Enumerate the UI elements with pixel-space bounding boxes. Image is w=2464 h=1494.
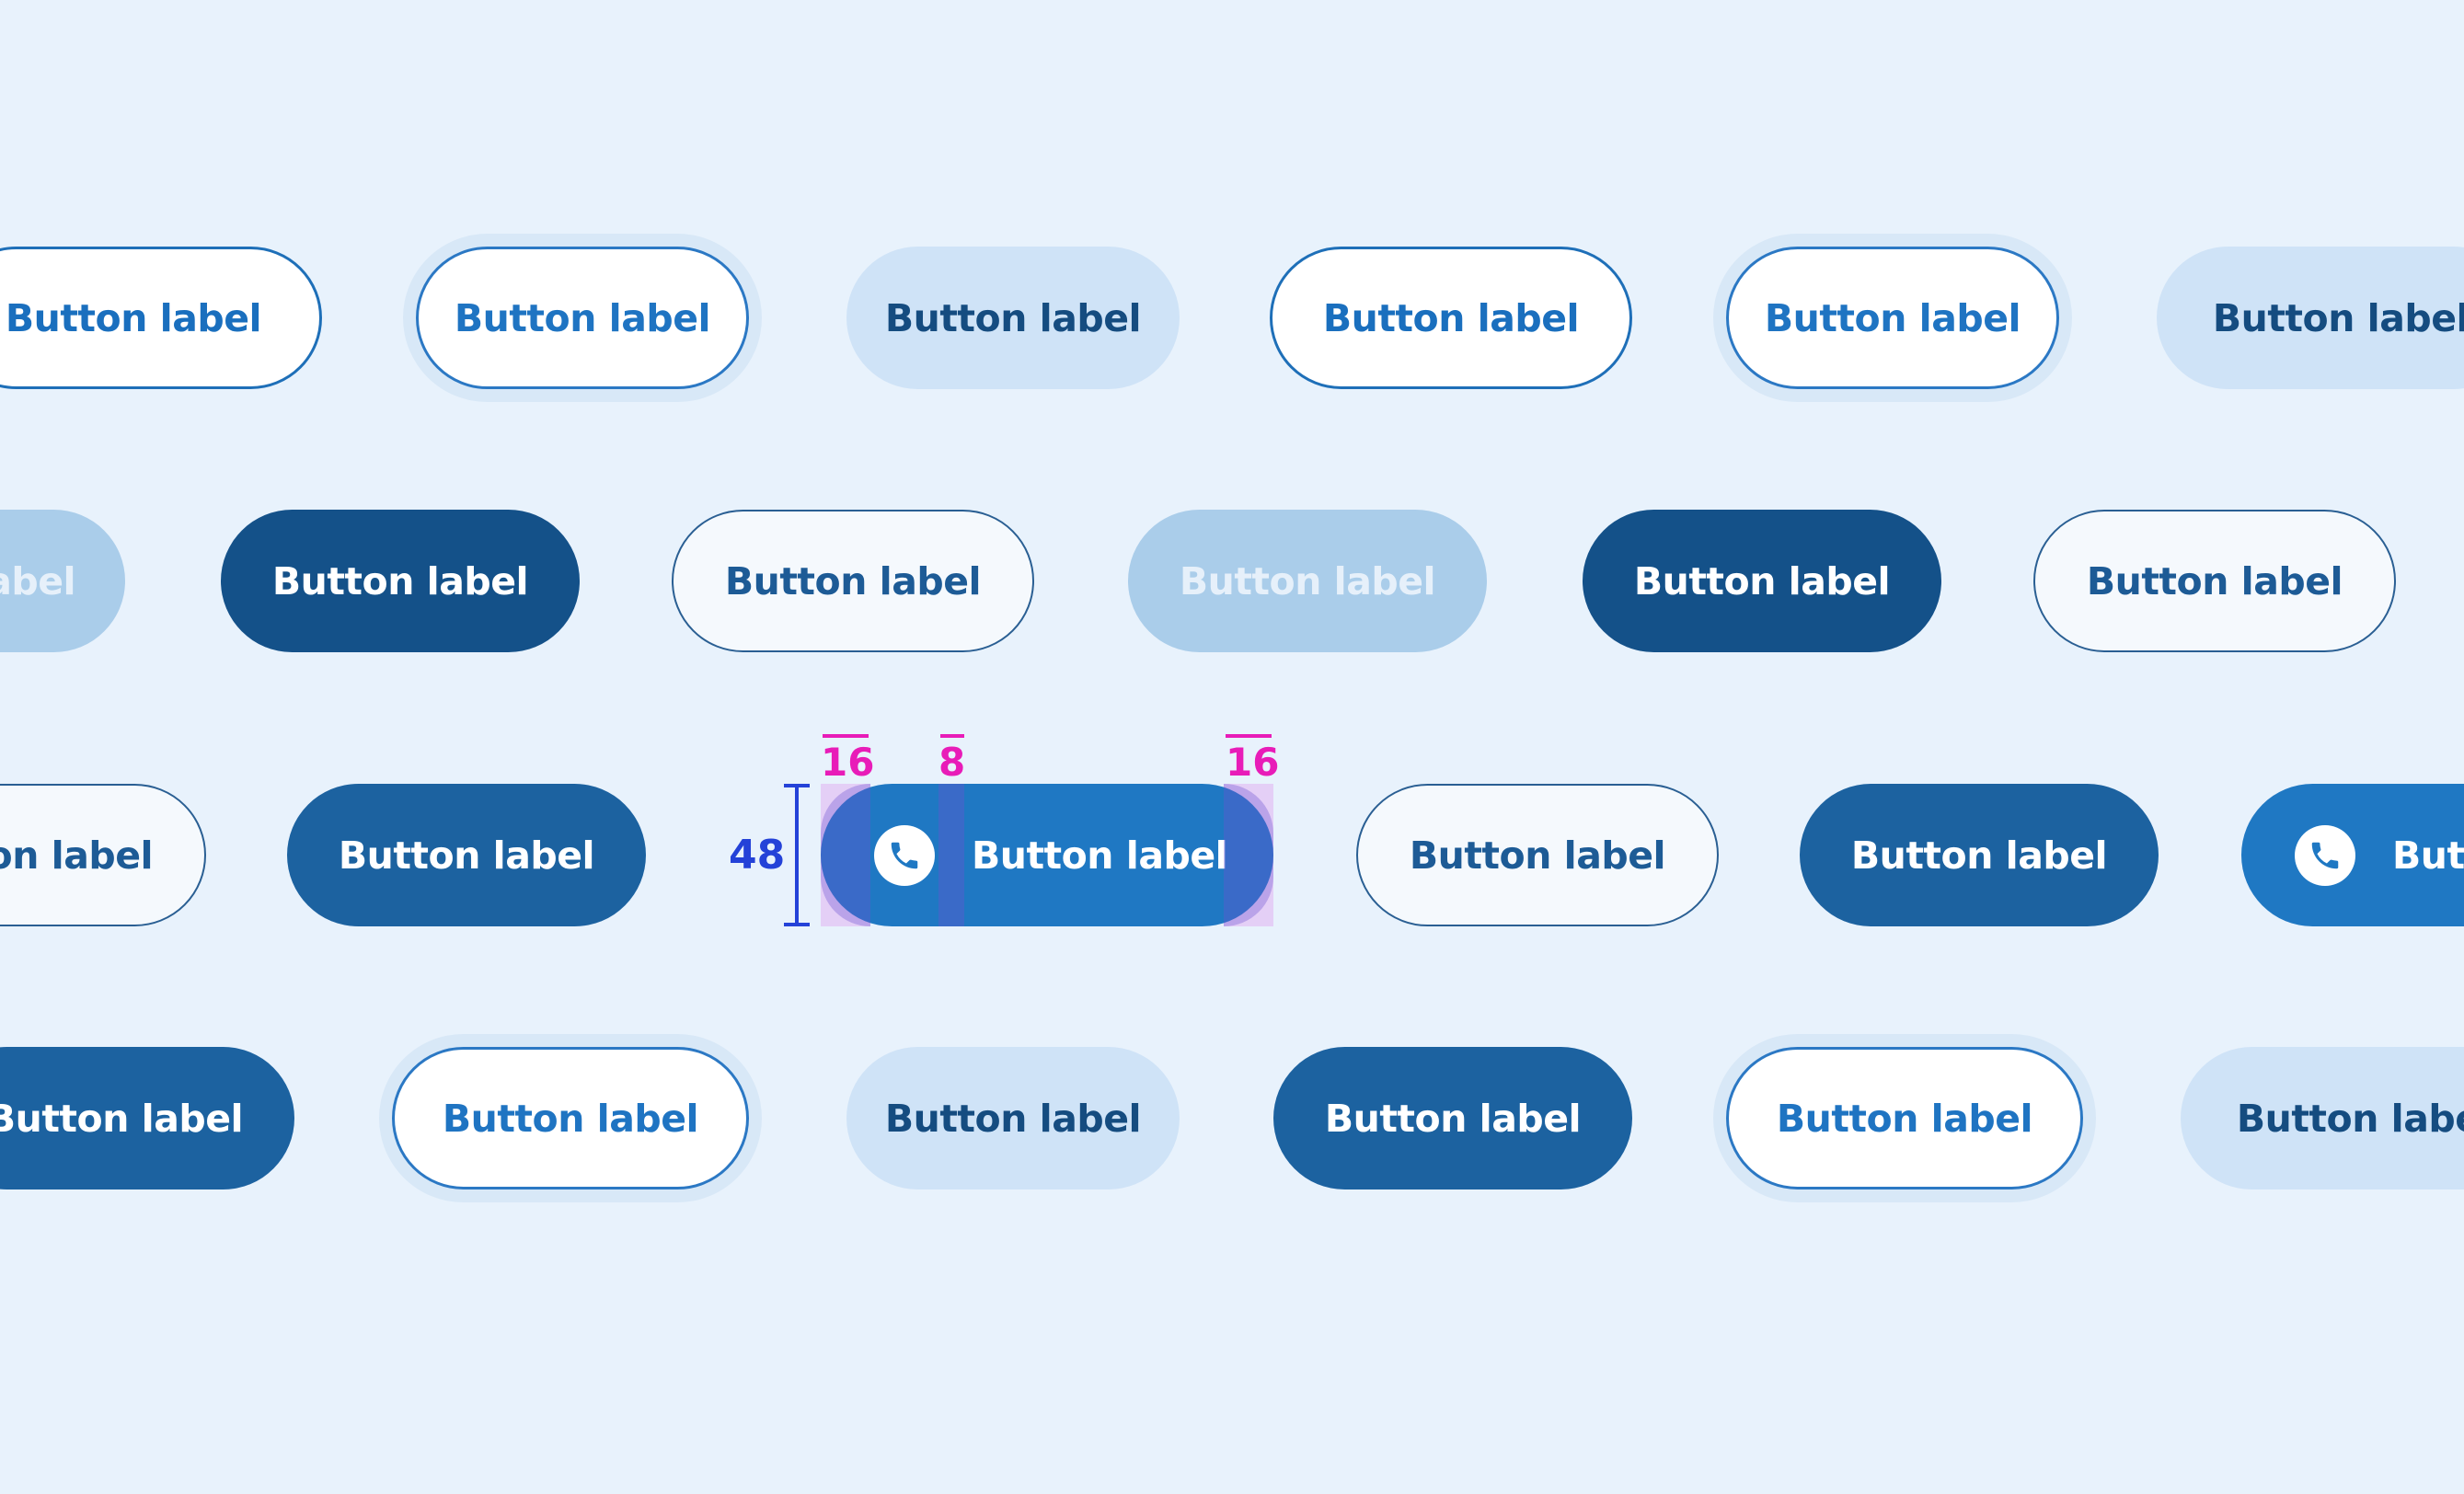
- button-label: Button label: [1764, 295, 2021, 340]
- outline-button[interactable]: Button label: [1270, 247, 1632, 389]
- focused-outline-button[interactable]: Button label: [1726, 247, 2059, 389]
- disabled-button: Button label: [1128, 510, 1487, 652]
- button-label: Button label: [2392, 833, 2464, 878]
- height-measure-cap-top: [784, 784, 810, 787]
- button-label: Button label: [338, 833, 595, 878]
- focused-outline-button[interactable]: Button label: [392, 1047, 749, 1189]
- button-label: Button label: [1324, 1096, 1582, 1141]
- focused-outline-button[interactable]: Button label: [1726, 1047, 2083, 1189]
- focused-outline-button[interactable]: Button label: [416, 247, 749, 389]
- height-measure-cap-bottom: [784, 923, 810, 926]
- padding-right-value: 16: [1226, 740, 1280, 785]
- filled-button[interactable]: Button label: [1800, 784, 2159, 926]
- button-label: Button label: [2236, 1096, 2464, 1141]
- button-label: Button label: [884, 1096, 1142, 1141]
- button-label: Button label: [0, 1096, 244, 1141]
- filled-dark-button[interactable]: Button label: [1583, 510, 1941, 652]
- padding-right-marker: [1226, 734, 1272, 738]
- left-padding-overlay-inner: [821, 784, 870, 926]
- height-measure-line: [795, 784, 799, 926]
- button-label: Button label: [1633, 558, 1891, 603]
- button-label: Button label: [1322, 295, 1580, 340]
- primary-icon-button[interactable]: Button label: [821, 784, 1273, 926]
- phone-icon: [874, 824, 935, 886]
- button-label: Button label: [0, 558, 76, 603]
- button-label: Button label: [442, 1096, 699, 1141]
- filled-dark-button[interactable]: Button label: [221, 510, 580, 652]
- button-label: Button label: [1409, 833, 1666, 878]
- button-label: Button label: [2086, 558, 2343, 603]
- button-label: Button label: [2212, 295, 2464, 340]
- button-label: Button label: [454, 295, 711, 340]
- button-label: Button label: [884, 295, 1142, 340]
- icon-gap-marker: [940, 734, 964, 738]
- filled-button[interactable]: Button label: [287, 784, 646, 926]
- filled-button[interactable]: Button label: [1273, 1047, 1632, 1189]
- button-label: Button label: [972, 833, 1228, 878]
- outline-button[interactable]: Button label: [672, 510, 1034, 652]
- right-padding-overlay-inner: [1224, 784, 1273, 926]
- phone-icon: [2295, 824, 2355, 886]
- button-label: Button label: [1179, 558, 1436, 603]
- button-label: Button label: [5, 295, 262, 340]
- tonal-button[interactable]: Button label: [2157, 247, 2464, 389]
- button-label: Button label: [724, 558, 982, 603]
- tonal-button[interactable]: Button label: [846, 1047, 1180, 1189]
- disabled-button: Button label: [0, 510, 125, 652]
- icon-gap-overlay: [938, 784, 964, 926]
- outline-button[interactable]: Button label: [0, 247, 322, 389]
- tonal-button[interactable]: Button label: [2181, 1047, 2464, 1189]
- button-label: Button label: [1850, 833, 2108, 878]
- padding-left-value: 16: [821, 740, 875, 785]
- filled-button[interactable]: Button label: [0, 1047, 294, 1189]
- button-label: Button label: [271, 558, 529, 603]
- outline-button[interactable]: Button label: [1356, 784, 1719, 926]
- button-label: Button label: [0, 833, 154, 878]
- primary-icon-button[interactable]: Button label: [2241, 784, 2464, 926]
- padding-left-marker: [823, 734, 869, 738]
- tonal-button[interactable]: Button label: [846, 247, 1180, 389]
- outline-button[interactable]: Button label: [0, 784, 206, 926]
- outline-button[interactable]: Button label: [2033, 510, 2396, 652]
- height-value: 48: [729, 832, 786, 879]
- button-label: Button label: [1776, 1096, 2033, 1141]
- icon-gap-value: 8: [938, 740, 966, 785]
